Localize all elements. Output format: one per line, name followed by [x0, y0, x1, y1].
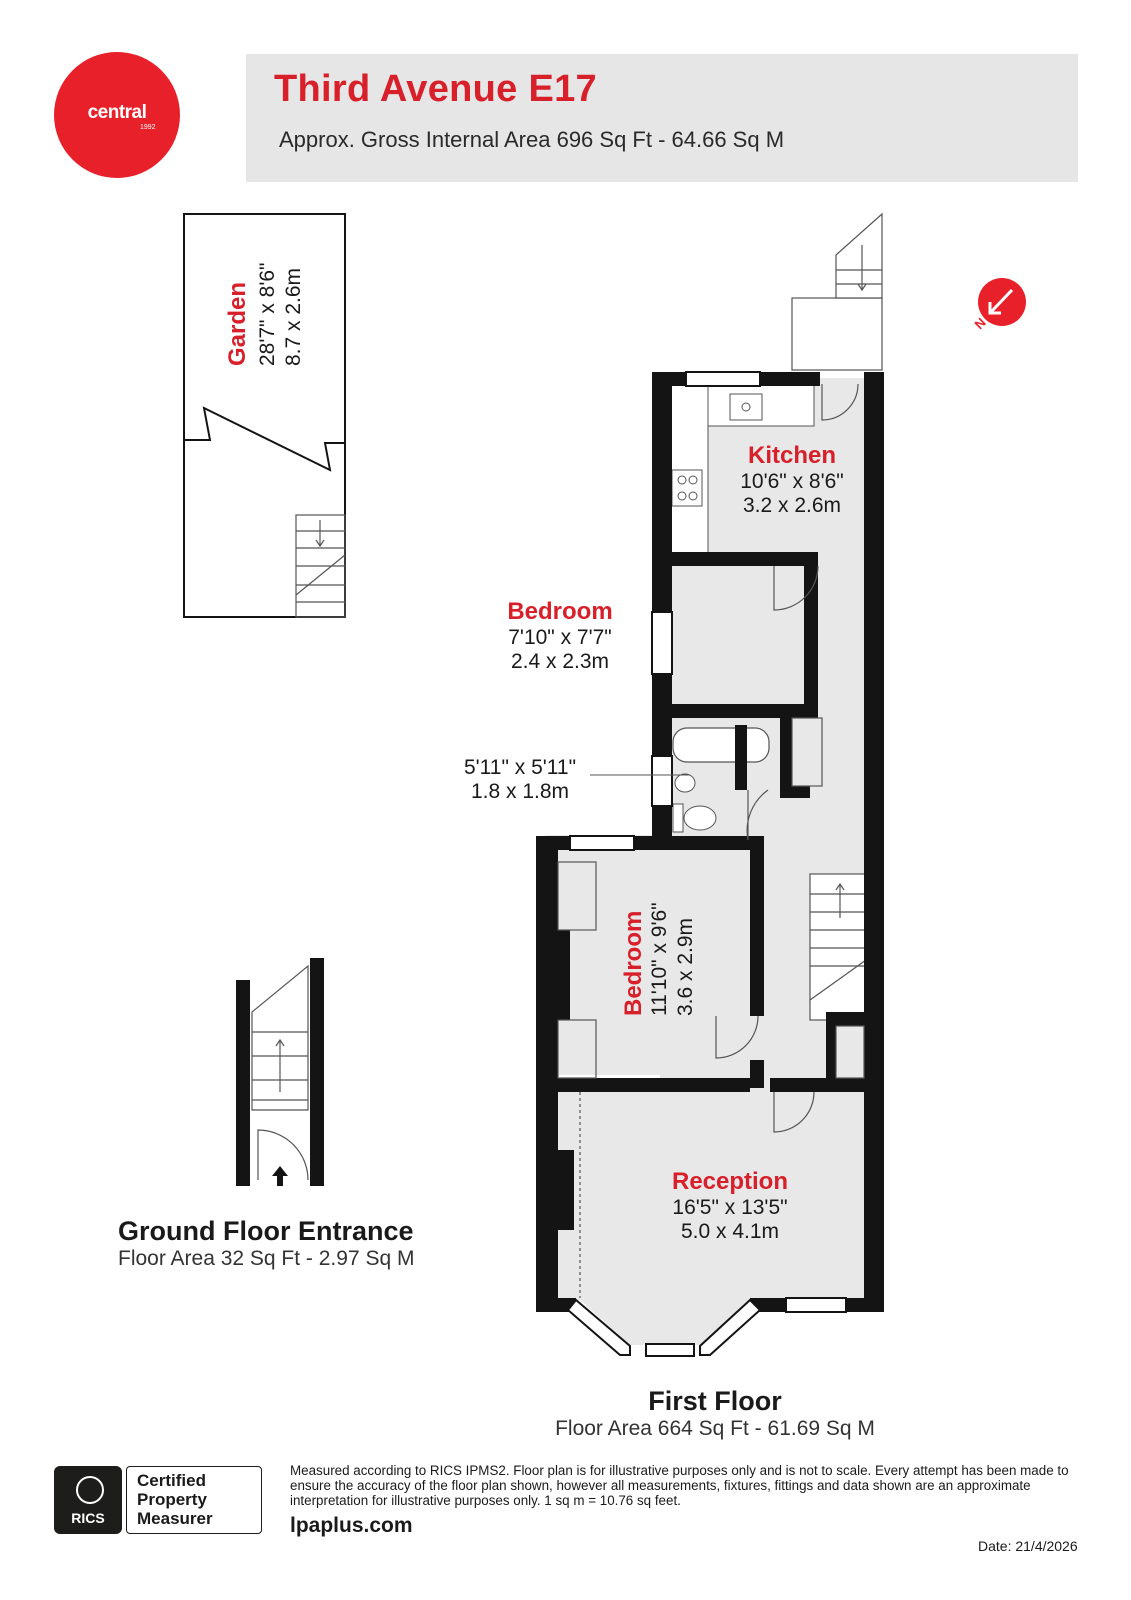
reception-dim-metric: 5.0 x 4.1m: [680, 1220, 780, 1243]
kitchen-dim-imperial: 10'6" x 8'6": [740, 470, 844, 493]
reception-name: Reception: [671, 1168, 788, 1195]
bathroom-dim-imperial: 5'11" x 5'11": [463, 756, 577, 779]
website-link[interactable]: lpaplus.com: [290, 1514, 413, 1537]
kitchen-name: Kitchen: [747, 442, 836, 469]
rics-crest-icon: [76, 1476, 104, 1504]
kitchen-dim-metric: 3.2 x 2.6m: [742, 494, 842, 517]
bedroom-2-name: Bedroom: [620, 910, 647, 1016]
garden-area: [183, 213, 346, 618]
ground-floor-title: Ground Floor Entrance: [118, 1216, 414, 1246]
first-floor-area: Floor Area 664 Sq Ft - 61.69 Sq M: [555, 1417, 875, 1440]
rics-logo-text: RICS: [71, 1510, 105, 1526]
garden-name: Garden: [224, 281, 251, 366]
disclaimer-text: Measured according to RICS IPMS2. Floor …: [290, 1463, 1069, 1508]
garden-dim-imperial: 28'7" x 8'6": [256, 262, 279, 367]
bathroom-dim-metric: 1.8 x 1.8m: [470, 780, 570, 803]
certified-measurer-box: Certified Property Measurer: [126, 1466, 262, 1534]
ground-floor-plan: [236, 958, 326, 1186]
agency-logo: central 1992: [54, 52, 180, 178]
rics-logo: RICS: [54, 1466, 122, 1534]
cert-line-3: Measurer: [137, 1509, 213, 1528]
cert-line-2: Property: [137, 1490, 207, 1509]
compass-icon: N: [972, 278, 1026, 332]
bedroom-2-dim-metric: 3.6 x 2.9m: [674, 917, 697, 1016]
bedroom-1-dim-imperial: 7'10" x 7'7": [508, 626, 612, 649]
garden-dim-metric: 8.7 x 2.6m: [282, 267, 305, 366]
first-floor-caption: First Floor Floor Area 664 Sq Ft - 61.69…: [500, 1386, 930, 1441]
reception-label: Reception 16'5" x 13'5" 5.0 x 4.1m: [630, 1168, 830, 1244]
ground-floor-area: Floor Area 32 Sq Ft - 2.97 Sq M: [118, 1247, 415, 1270]
bathroom-leader-line: [590, 774, 690, 776]
header-band: [246, 54, 1078, 182]
bedroom-2-label: Bedroom 11'10" x 9'6" 3.6 x 2.9m: [620, 902, 740, 1146]
gross-area-subtitle: Approx. Gross Internal Area 696 Sq Ft - …: [279, 127, 785, 152]
logo-text: central: [87, 102, 147, 123]
kitchen-label: Kitchen 10'6" x 8'6" 3.2 x 2.6m: [712, 442, 872, 518]
first-floor-title: First Floor: [648, 1386, 782, 1416]
bedroom-1-name: Bedroom: [507, 598, 613, 625]
page-title: Third Avenue E17: [274, 68, 597, 110]
garden-label: Garden 28'7" x 8'6" 8.7 x 2.6m: [224, 256, 324, 376]
logo-year: 1992: [140, 124, 156, 131]
bedroom-2-dim-imperial: 11'10" x 9'6": [648, 902, 671, 1016]
bedroom-1-label: Bedroom 7'10" x 7'7" 2.4 x 2.3m: [480, 598, 640, 674]
bathroom-label: 5'11" x 5'11" 1.8 x 1.8m: [450, 756, 590, 804]
cert-line-1: Certified: [137, 1471, 206, 1490]
reception-dim-imperial: 16'5" x 13'5": [672, 1196, 788, 1219]
bedroom-1-dim-metric: 2.4 x 2.3m: [510, 650, 610, 673]
first-floor-plan: [536, 371, 884, 1357]
ground-floor-caption: Ground Floor Entrance Floor Area 32 Sq F…: [118, 1216, 414, 1271]
external-steps: [791, 212, 883, 371]
rics-certification-badge: RICS Certified Property Measurer: [54, 1466, 262, 1534]
plan-date: Date: 21/4/2026: [978, 1538, 1078, 1554]
